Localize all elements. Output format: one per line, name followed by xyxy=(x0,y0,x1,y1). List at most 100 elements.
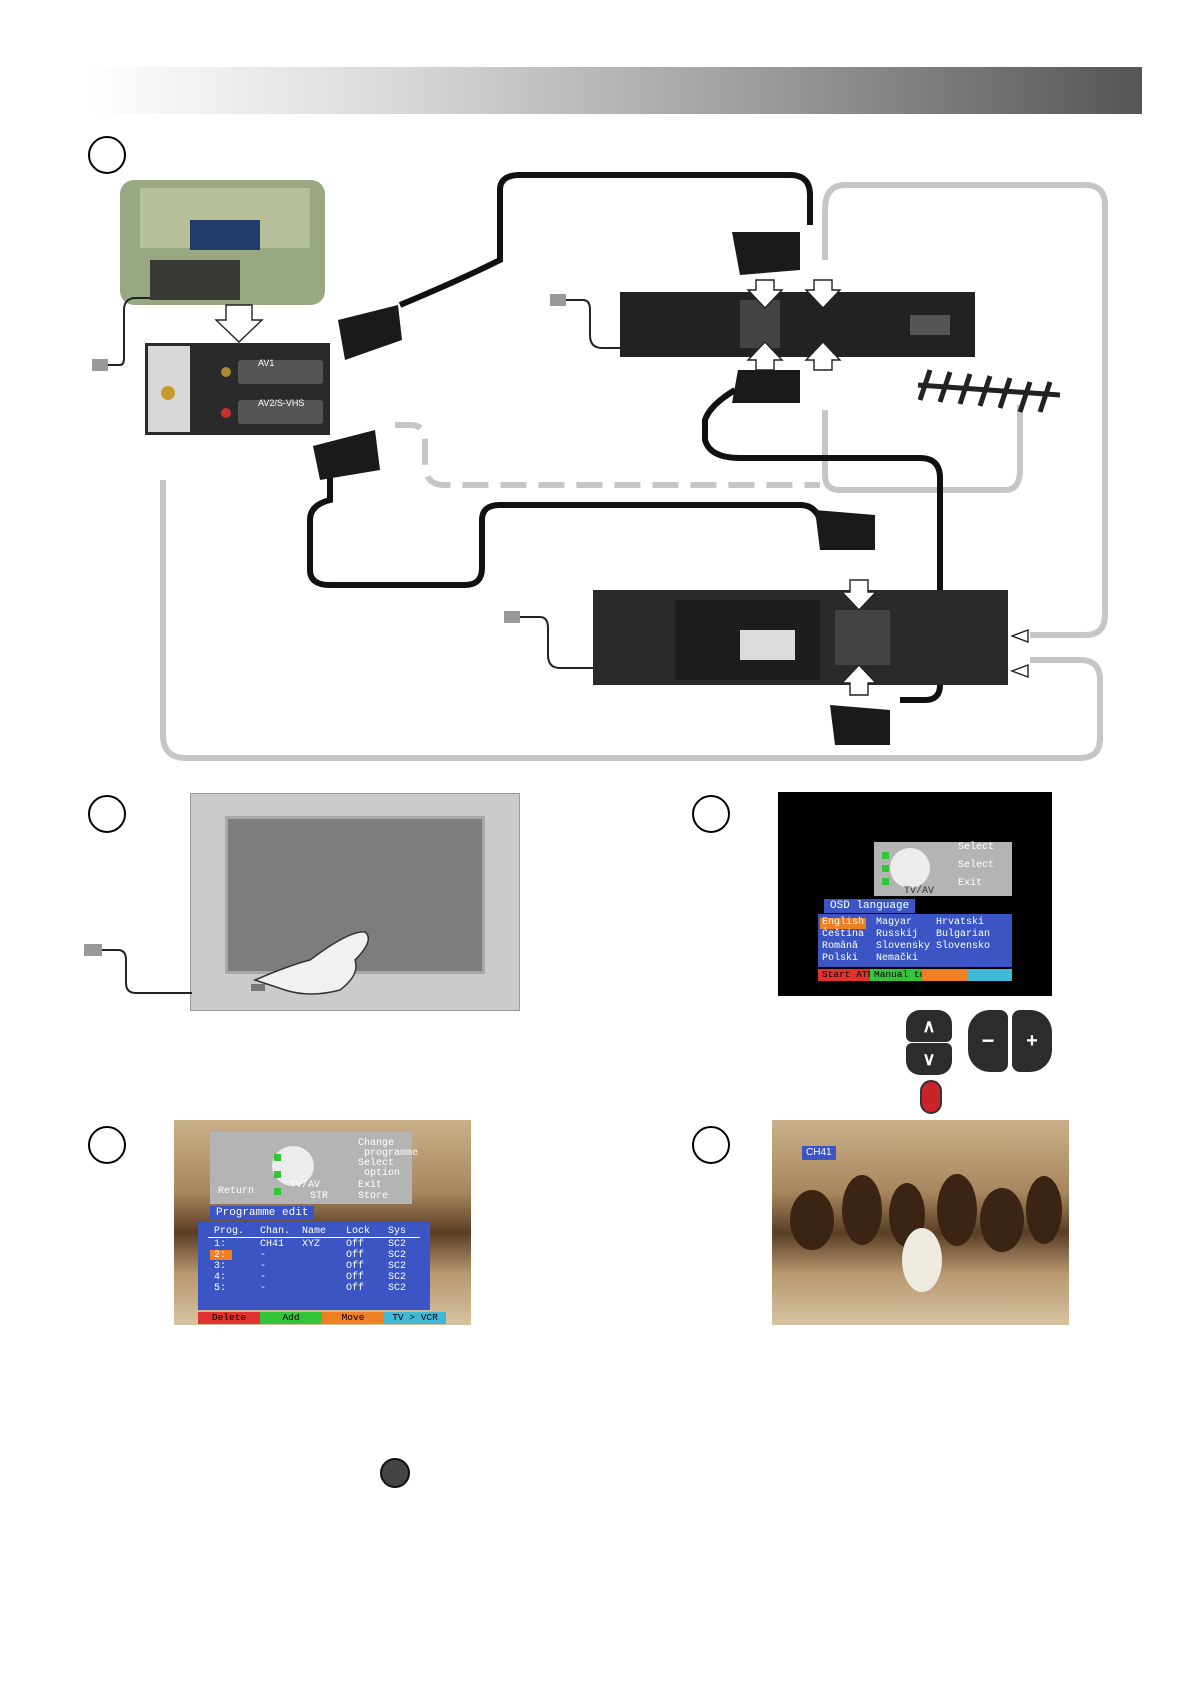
table-cell[interactable]: XYZ xyxy=(302,1239,321,1250)
column-header: Name xyxy=(302,1226,327,1237)
column-header: Sys xyxy=(388,1226,407,1237)
table-cell[interactable]: Off xyxy=(346,1239,365,1250)
str-label: STR xyxy=(310,1191,329,1202)
step-circle-2 xyxy=(88,795,126,833)
tv-to-vcr-button[interactable]: TV > VCR xyxy=(384,1312,446,1324)
tv-power-button[interactable] xyxy=(251,984,265,991)
connection-diagram xyxy=(92,172,1108,761)
manual-tune-button[interactable]: Manual tune xyxy=(870,969,922,981)
cursor-up-button[interactable]: ∧ xyxy=(906,1010,952,1042)
language-option[interactable]: Slovensky xyxy=(876,941,931,952)
add-button[interactable]: Add xyxy=(260,1312,322,1324)
connection-arrows xyxy=(214,279,1029,696)
table-cell[interactable]: Off xyxy=(346,1272,365,1283)
hint-change: Change xyxy=(358,1138,395,1149)
table-cell[interactable]: - xyxy=(260,1272,267,1283)
programme-edit-screen: Change programme Select option Exit Stor… xyxy=(174,1120,471,1325)
channel-number-badge: CH41 xyxy=(802,1146,836,1160)
selected-language-highlight xyxy=(820,918,866,929)
programme-edit-button-bar: Delete Add Move TV > VCR xyxy=(198,1312,454,1324)
scart-cable-tv-receiver xyxy=(398,172,813,308)
table-cell[interactable]: 4: xyxy=(214,1272,227,1283)
table-cell[interactable]: Off xyxy=(346,1250,365,1261)
table-cell[interactable]: 2: xyxy=(214,1250,227,1261)
horses-photo xyxy=(790,1174,1062,1292)
table-cell[interactable]: - xyxy=(260,1261,267,1272)
table-cell[interactable]: Off xyxy=(346,1261,365,1272)
hint-exit: Exit xyxy=(958,878,983,889)
programme-edit-title: Programme edit xyxy=(210,1206,315,1220)
language-list-panel: English Magyar Hrvatski Čeština Russkij … xyxy=(818,914,1012,967)
step-circle-4 xyxy=(88,1126,126,1164)
hint-programme: programme xyxy=(364,1148,419,1159)
section-header-bar xyxy=(86,67,1142,114)
cyan-button[interactable] xyxy=(967,969,1012,981)
table-cell[interactable]: CH41 xyxy=(260,1239,285,1250)
language-option[interactable]: Slovensko xyxy=(936,941,991,952)
language-option[interactable]: Čeština xyxy=(822,929,865,940)
table-cell[interactable]: SC2 xyxy=(388,1239,407,1250)
scart-cable-receiver-vcr xyxy=(702,387,943,703)
delete-button[interactable]: Delete xyxy=(198,1312,260,1324)
plug-bodies xyxy=(92,294,566,623)
table-cell[interactable]: SC2 xyxy=(388,1283,407,1294)
pressing-hand-illustration xyxy=(252,931,370,995)
step-circle-5 xyxy=(692,1126,730,1164)
language-option[interactable]: Russkij xyxy=(876,929,919,940)
step-circle-3 xyxy=(692,795,730,833)
step-circle-1 xyxy=(88,136,126,174)
reference-button-icon xyxy=(380,1458,410,1488)
red-button[interactable] xyxy=(920,1080,942,1114)
scart-cable-tv-vcr xyxy=(307,470,823,588)
osd-language-button-bar: Start ATP Manual tune xyxy=(818,969,1012,981)
selected-row-highlight xyxy=(210,1250,232,1260)
return-label: Return xyxy=(218,1186,255,1197)
move-button[interactable]: Move xyxy=(322,1312,384,1324)
hint-option: option xyxy=(364,1168,401,1179)
language-option[interactable]: Polski xyxy=(822,953,859,964)
table-cell[interactable]: - xyxy=(260,1283,267,1294)
hint-store: Store xyxy=(358,1191,389,1202)
aerial-cable-dashed xyxy=(395,422,820,488)
tv-front-illustration xyxy=(190,793,520,1011)
tvav-label: TV/AV xyxy=(290,1180,321,1191)
table-cell[interactable]: - xyxy=(260,1250,267,1261)
table-cell[interactable]: SC2 xyxy=(388,1272,407,1283)
start-atp-button[interactable]: Start ATP xyxy=(818,969,870,981)
navigation-pad-icon xyxy=(272,1146,314,1186)
cursor-down-button[interactable]: ∨ xyxy=(906,1043,952,1075)
aerial-cable-antenna xyxy=(822,405,1023,493)
hint-select-1: Select xyxy=(958,842,995,853)
aerial-cable-tv xyxy=(160,480,1103,761)
table-cell[interactable]: SC2 xyxy=(388,1261,407,1272)
channel-display-screen: CH41 xyxy=(772,1120,1069,1325)
language-option[interactable]: Hrvatski xyxy=(936,917,985,928)
hint-select-2: Select xyxy=(958,860,995,871)
orange-button[interactable] xyxy=(922,969,967,981)
column-header: Prog. xyxy=(214,1226,245,1237)
table-cell[interactable]: 3: xyxy=(214,1261,227,1272)
cursor-right-button[interactable]: + xyxy=(1012,1010,1052,1072)
tvav-label: TV/AV xyxy=(904,886,935,897)
language-option[interactable]: English xyxy=(822,917,865,928)
language-option[interactable]: Bulgarian xyxy=(936,929,991,940)
column-header: Lock xyxy=(346,1226,371,1237)
scart-plugs xyxy=(313,232,890,745)
mains-plug-icons xyxy=(108,297,623,669)
table-cell[interactable]: 5: xyxy=(214,1283,227,1294)
tv-mains-cable xyxy=(84,944,192,994)
table-cell[interactable]: Off xyxy=(346,1283,365,1294)
table-cell[interactable]: 1: xyxy=(214,1239,227,1250)
cursor-left-button[interactable]: − xyxy=(968,1010,1008,1072)
osd-language-screen: Select Select Exit TV/AV OSD language En… xyxy=(778,792,1052,996)
table-cell[interactable]: SC2 xyxy=(388,1250,407,1261)
hint-select: Select xyxy=(358,1158,395,1169)
aerial-cable-receiver xyxy=(822,182,1108,638)
language-option[interactable]: Română xyxy=(822,941,859,952)
column-header: Chan. xyxy=(260,1226,291,1237)
aerial-antenna xyxy=(917,369,1061,413)
language-option[interactable]: Magyar xyxy=(876,917,913,928)
language-option[interactable]: Nemački xyxy=(876,953,919,964)
av1-socket-label: AV1 xyxy=(258,358,275,368)
programme-table: Prog. Chan. Name Lock Sys 1: CH41 XYZ Of… xyxy=(198,1222,430,1310)
